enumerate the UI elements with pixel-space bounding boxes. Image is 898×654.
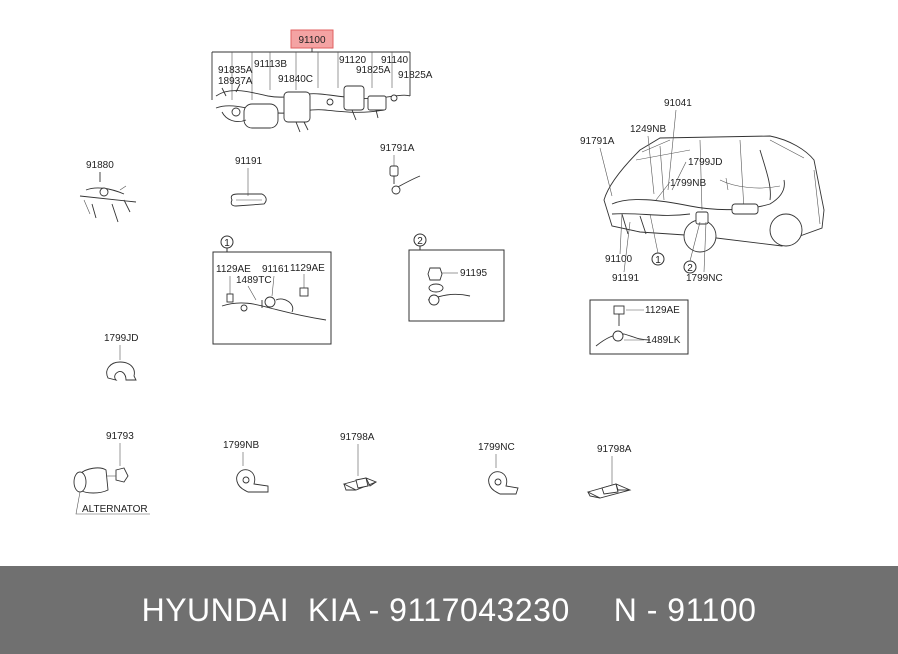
- part-label-1799NC-car[interactable]: 1799NC: [686, 273, 723, 284]
- part-label-91041[interactable]: 91041: [664, 98, 692, 109]
- part-label-1799JD-car[interactable]: 1799JD: [688, 157, 722, 168]
- vehicle-callouts: 91041 91791A 1249NB 1799JD 1799NB 91100 …: [580, 98, 723, 284]
- part-1799JD: 1799JD: [104, 333, 138, 381]
- part-label-91140[interactable]: 91140: [381, 55, 409, 66]
- main-harness-assembly: 91100 91835A 18937A 91113B 91840C 91120 …: [211, 29, 433, 133]
- part-label-1129AE-a[interactable]: 1129AE: [216, 264, 251, 275]
- part-label-91100-car[interactable]: 91100: [605, 254, 633, 265]
- detail-box-1-number[interactable]: 1: [224, 238, 230, 249]
- part-label-91191-car[interactable]: 91191: [612, 273, 640, 284]
- detail-box-vehicle: 1129AE 1489LK: [589, 299, 689, 355]
- part-91191: 91191: [230, 156, 267, 207]
- detail-box-2-number[interactable]: 2: [417, 236, 423, 247]
- detail-box-1: 1 1129AE 91161 1129AE 1489TC: [212, 235, 332, 345]
- wiring-harness-diagram: 91100 91835A 18937A 91113B 91840C 91120 …: [73, 29, 825, 515]
- part-label-1489TC[interactable]: 1489TC: [236, 275, 272, 286]
- footer-brand-part-number: HYUNDAI KIA - 9117043230: [141, 591, 570, 628]
- part-label-91191-top[interactable]: 91191: [235, 156, 263, 167]
- part-91798A-2: 91798A: [586, 444, 632, 499]
- part-label-1799NB-car[interactable]: 1799NB: [670, 178, 706, 189]
- part-label-91798A-1[interactable]: 91798A: [340, 432, 375, 443]
- callout-circle-1-car[interactable]: 1: [655, 255, 661, 266]
- part-label-91113B[interactable]: 91113B: [254, 59, 287, 70]
- part-label-18937A[interactable]: 18937A: [218, 76, 253, 87]
- part-number-footer: HYUNDAI KIA - 9117043230 N - 91100: [0, 566, 898, 654]
- part-label-1799NB[interactable]: 1799NB: [223, 440, 259, 451]
- part-label-91825A-2[interactable]: 91825A: [398, 70, 433, 81]
- part-label-91880[interactable]: 91880: [86, 160, 114, 171]
- vehicle-illustration: [603, 135, 825, 253]
- highlight-part-label[interactable]: 91100: [298, 35, 326, 46]
- part-label-91120[interactable]: 91120: [339, 55, 367, 66]
- part-label-91791A-car[interactable]: 91791A: [580, 136, 615, 147]
- part-label-1799NC[interactable]: 1799NC: [478, 442, 515, 453]
- alternator-label[interactable]: ALTERNATOR: [82, 504, 148, 515]
- part-label-91840C[interactable]: 91840C: [278, 74, 313, 85]
- part-label-91793[interactable]: 91793: [106, 431, 134, 442]
- part-label-91798A-2[interactable]: 91798A: [597, 444, 632, 455]
- part-1799NC: 1799NC: [478, 442, 519, 495]
- part-label-91195[interactable]: 91195: [460, 268, 488, 279]
- part-91793: 91793 ALTERNATOR: [73, 431, 150, 515]
- part-label-1799JD[interactable]: 1799JD: [104, 333, 138, 344]
- part-91798A-1: 91798A: [340, 432, 378, 491]
- callout-circle-2-car[interactable]: 2: [687, 263, 693, 274]
- detail-box-2: 2 91195: [408, 233, 505, 322]
- part-label-91835A[interactable]: 91835A: [218, 65, 253, 76]
- part-1799NB: 1799NB: [223, 440, 269, 493]
- part-label-1489LK[interactable]: 1489LK: [646, 335, 681, 346]
- part-label-1129AE-c[interactable]: 1129AE: [645, 305, 680, 316]
- part-label-1129AE-b[interactable]: 1129AE: [290, 263, 325, 274]
- part-label-91791A-top[interactable]: 91791A: [380, 143, 415, 154]
- part-label-91825A-1[interactable]: 91825A: [356, 65, 391, 76]
- part-91880: 91880: [79, 160, 137, 223]
- part-label-1249NB[interactable]: 1249NB: [630, 124, 666, 135]
- part-91791A: 91791A: [380, 143, 421, 195]
- part-label-91161[interactable]: 91161: [262, 264, 290, 275]
- footer-oem-number: N - 91100: [613, 591, 757, 628]
